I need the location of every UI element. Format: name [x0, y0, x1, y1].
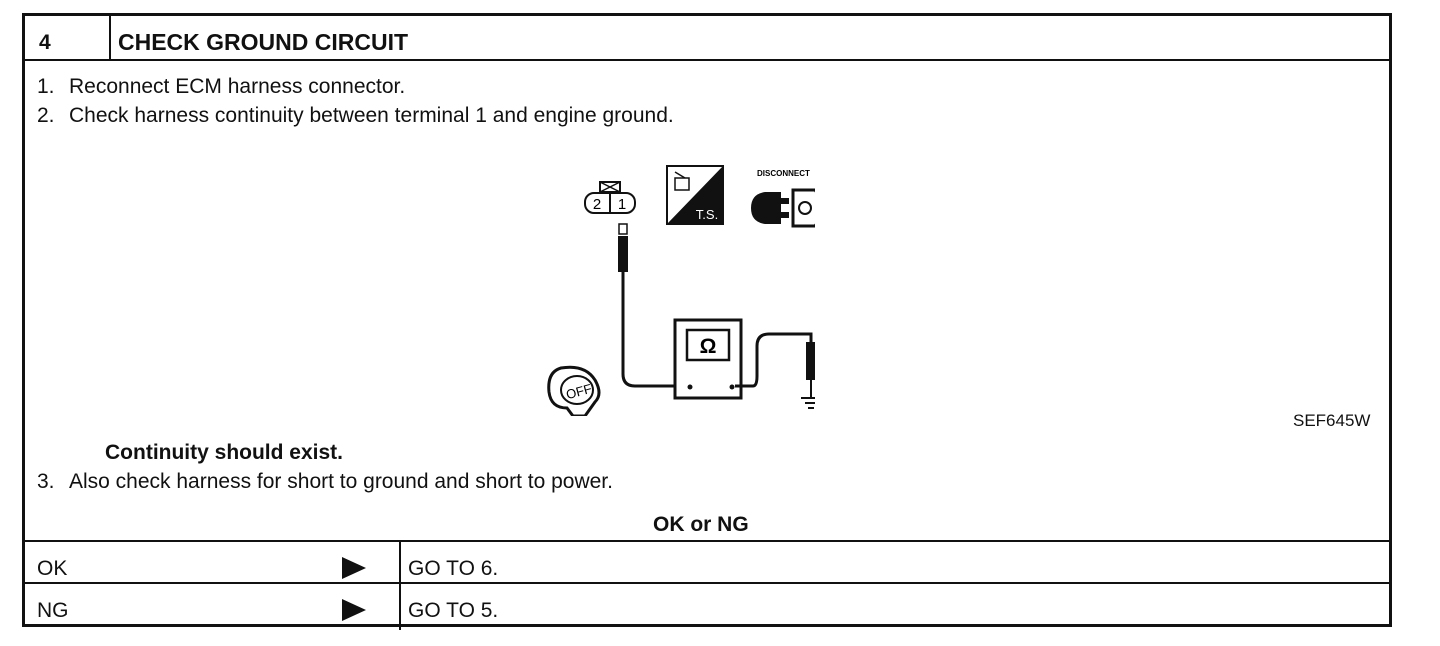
decision-rule-middle: [25, 582, 1389, 584]
step-3: 3. Also check harness for short to ground…: [37, 470, 613, 494]
continuity-check-diagram: 2 1 T.S. DISCONNECT: [547, 165, 815, 416]
step-title: CHECK GROUND CIRCUIT: [118, 29, 409, 55]
step-3-text: Also check harness for short to ground a…: [69, 470, 613, 493]
test-lead-1: [618, 223, 675, 388]
decision-ng-action: GO TO 5.: [408, 599, 499, 622]
test-lead-2: [735, 332, 815, 398]
step-2-text: Check harness continuity between termina…: [69, 104, 674, 127]
figure-id: SEF645W: [1293, 411, 1371, 430]
decision-ok-condition: OK: [37, 557, 68, 580]
decision-ng-condition: NG: [37, 599, 69, 622]
header-divider: [109, 16, 111, 59]
step-1-number: 1.: [37, 75, 55, 98]
header-rule: [25, 59, 1389, 61]
ts-label: T.S.: [696, 207, 718, 222]
ohmmeter-icon: Ω: [673, 318, 743, 400]
disconnect-icon: DISCONNECT: [751, 169, 815, 228]
decision-divider: [399, 540, 401, 630]
ignition-off-label: OFF: [564, 381, 593, 402]
ohm-symbol: Ω: [700, 335, 717, 358]
step-3-number: 3.: [37, 470, 55, 493]
ts-icon: T.S.: [666, 165, 724, 225]
connector-terminal-2: 2: [593, 196, 601, 213]
ok-arrow-icon: [342, 557, 366, 579]
harness-connector-icon: 2 1: [584, 181, 636, 214]
step-2-number: 2.: [37, 104, 55, 127]
decision-ok-action: GO TO 6.: [408, 557, 499, 580]
diagnostic-step-table: 4 CHECK GROUND CIRCUIT 1. Reconnect ECM h…: [22, 13, 1392, 630]
decision-heading: OK or NG: [653, 513, 749, 536]
disconnect-label: DISCONNECT: [757, 169, 810, 178]
step-number: 4: [39, 31, 51, 54]
ng-arrow-icon: [342, 599, 366, 621]
ignition-off-icon: OFF: [547, 365, 601, 416]
decision-rule-top: [25, 540, 1389, 542]
step-1: 1. Reconnect ECM harness connector.: [37, 75, 405, 99]
step-1-text: Reconnect ECM harness connector.: [69, 75, 406, 98]
connector-terminal-1: 1: [618, 196, 626, 213]
continuity-note: Continuity should exist.: [105, 441, 344, 464]
step-2: 2. Check harness continuity between termi…: [37, 104, 674, 128]
ground-symbol-icon: [801, 397, 815, 409]
